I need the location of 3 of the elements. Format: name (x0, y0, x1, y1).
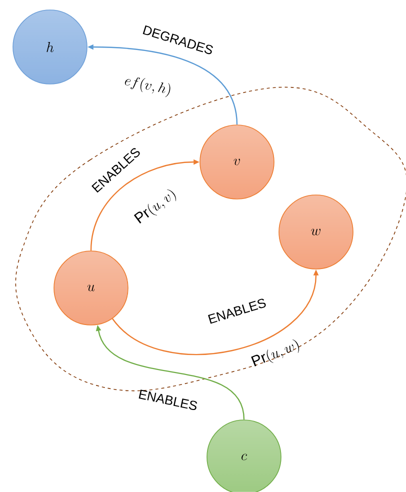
edge-formula: $ef(v,h)$ (124, 77, 170, 98)
edge-formula: $\Pr(u,w)$ (251, 340, 300, 366)
edge-label: ENABLES (138, 390, 198, 410)
